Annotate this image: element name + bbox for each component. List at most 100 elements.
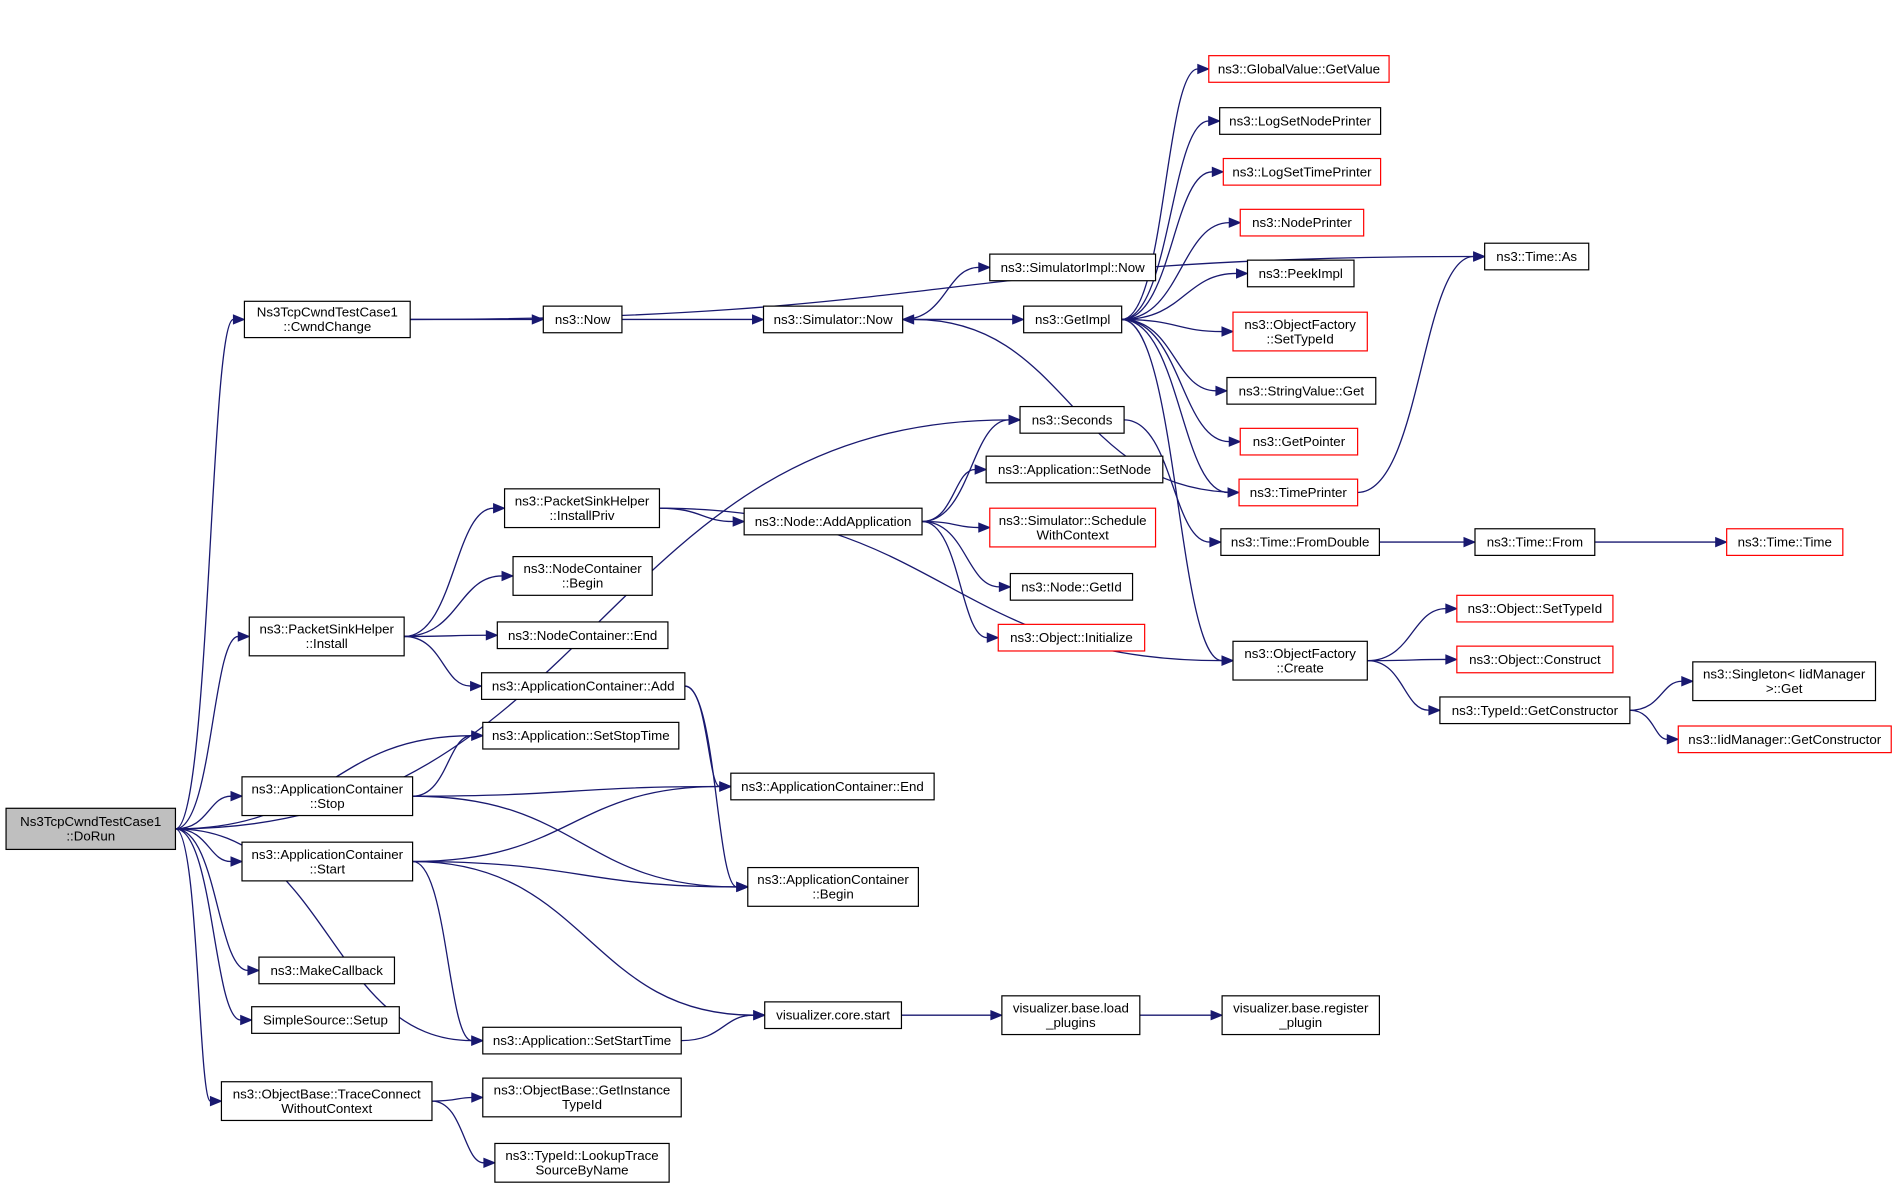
- node-box: [241, 776, 414, 817]
- node-label: ns3::Now: [555, 312, 611, 327]
- edge-now-to-sim-now: [621, 314, 765, 325]
- node-ac-begin[interactable]: ns3::ApplicationContainer::Begin: [747, 866, 919, 907]
- edge-line: [1121, 272, 1237, 321]
- node-label: ns3::NodeContainer::End: [508, 628, 657, 643]
- edge-line: [175, 318, 234, 830]
- node-label: ns3::ApplicationContainer: [252, 781, 404, 796]
- edge-of-create-to-typeid-getctor: [1367, 660, 1442, 716]
- node-label: _plugins: [1045, 1015, 1096, 1030]
- node-singleton-get[interactable]: ns3::Singleton< IidManager>::Get: [1692, 661, 1877, 702]
- node-time-as[interactable]: ns3::Time::As: [1484, 242, 1590, 271]
- edge-arrowhead: [1209, 536, 1223, 548]
- edge-arrowhead: [1012, 314, 1025, 325]
- node-logtimeprinter[interactable]: ns3::LogSetTimePrinter: [1222, 157, 1382, 186]
- node-traceconnect[interactable]: ns3::ObjectBase::TraceConnectWithoutCont…: [220, 1081, 433, 1122]
- node-box: [1692, 661, 1877, 702]
- node-getpointer[interactable]: ns3::GetPointer: [1239, 427, 1359, 456]
- node-now[interactable]: ns3::Now: [542, 305, 623, 334]
- node-nodeprinter[interactable]: ns3::NodePrinter: [1239, 208, 1365, 237]
- node-ss-setup[interactable]: SimpleSource::Setup: [251, 1006, 400, 1034]
- node-getimpl[interactable]: ns3::GetImpl: [1023, 305, 1123, 334]
- node-box: [1456, 645, 1614, 674]
- node-label: ::Create: [1276, 660, 1323, 675]
- node-box: [989, 253, 1157, 282]
- node-box: [1439, 696, 1631, 725]
- node-vis-register[interactable]: visualizer.base.register_plugin: [1221, 995, 1380, 1036]
- node-box: [1208, 55, 1390, 83]
- node-box: [1239, 427, 1359, 456]
- node-ac-end[interactable]: ns3::ApplicationContainer::End: [730, 772, 935, 801]
- node-lognodeprinter[interactable]: ns3::LogSetNodePrinter: [1219, 107, 1382, 135]
- node-box: [251, 1006, 400, 1034]
- edge-arrowhead: [1215, 385, 1229, 397]
- node-label: ::DoRun: [66, 829, 115, 844]
- edge-arrowhead: [736, 881, 750, 893]
- node-label: ns3::NodeContainer: [523, 561, 642, 576]
- edge-line: [431, 1100, 485, 1164]
- edge-psh-installpriv-to-node-addapp: [659, 507, 746, 527]
- edge-ac-stop-to-ac-end: [412, 781, 733, 797]
- node-setstoptime[interactable]: ns3::Application::SetStopTime: [482, 721, 680, 750]
- node-label: ns3::Singleton< IidManager: [1703, 666, 1866, 681]
- edge-ac-stop-to-ac-begin: [412, 795, 750, 893]
- node-psh-installpriv[interactable]: ns3::PacketSinkHelper::InstallPriv: [503, 488, 661, 529]
- node-obj-init[interactable]: ns3::Object::Initialize: [997, 623, 1146, 652]
- node-box: [258, 956, 396, 985]
- node-psh-install[interactable]: ns3::PacketSinkHelper::Install: [248, 616, 405, 657]
- node-nc-end[interactable]: ns3::NodeContainer::End: [496, 621, 669, 650]
- node-time-from[interactable]: ns3::Time::From: [1474, 528, 1596, 556]
- edge-arrowhead: [1221, 655, 1235, 666]
- node-ac-start[interactable]: ns3::ApplicationContainer::Start: [241, 841, 414, 882]
- edge-arrowhead: [1228, 436, 1242, 447]
- node-nc-begin[interactable]: ns3::NodeContainer::Begin: [512, 555, 653, 596]
- edge-arrowhead: [1008, 414, 1022, 426]
- edge-traceconnect-to-typeid-lookup: [431, 1100, 497, 1169]
- edge-arrowhead: [1666, 734, 1680, 745]
- call-edges: [175, 63, 1728, 1169]
- edge-line: [1121, 318, 1222, 333]
- edge-arrowhead: [978, 262, 992, 273]
- node-makecallback[interactable]: ns3::MakeCallback: [258, 956, 396, 985]
- node-box: [1238, 478, 1359, 507]
- node-obj-construct[interactable]: ns3::Object::Construct: [1456, 645, 1614, 674]
- node-label: ::Begin: [562, 576, 603, 591]
- node-vis-load[interactable]: visualizer.base.load_plugins: [1001, 995, 1141, 1036]
- node-app-setnode[interactable]: ns3::Application::SetNode: [985, 455, 1164, 484]
- node-setstarttime[interactable]: ns3::Application::SetStartTime: [482, 1026, 682, 1055]
- edge-arrowhead: [501, 570, 515, 582]
- node-timeprinter[interactable]: ns3::TimePrinter: [1238, 478, 1359, 507]
- edge-line: [922, 520, 1000, 588]
- node-obj-settypeid[interactable]: ns3::Object::SetTypeId: [1456, 594, 1614, 623]
- node-time-time[interactable]: ns3::Time::Time: [1726, 528, 1844, 556]
- node-ac-stop[interactable]: ns3::ApplicationContainer::Stop: [241, 776, 414, 817]
- node-seconds[interactable]: ns3::Seconds: [1019, 405, 1125, 434]
- node-box: [1456, 594, 1614, 623]
- node-iid-getctor[interactable]: ns3::IidManager::GetConstructor: [1677, 725, 1892, 754]
- edge-ac-start-to-vis-start: [412, 860, 767, 1021]
- node-vis-start[interactable]: visualizer.core.start: [764, 1001, 903, 1030]
- node-typeid-getctor[interactable]: ns3::TypeId::GetConstructor: [1439, 696, 1631, 725]
- node-of-create[interactable]: ns3::ObjectFactory::Create: [1232, 640, 1368, 681]
- node-node-addapp[interactable]: ns3::Node::AddApplication: [743, 507, 923, 536]
- node-time-fromdouble[interactable]: ns3::Time::FromDouble: [1220, 528, 1381, 556]
- node-label: ns3::ApplicationContainer::Add: [492, 679, 675, 694]
- node-ac-add[interactable]: ns3::ApplicationContainer::Add: [480, 672, 686, 700]
- node-sim-now[interactable]: ns3::Simulator::Now: [762, 305, 904, 334]
- node-dorun[interactable]: Ns3TcpCwndTestCase1::DoRun: [5, 807, 177, 851]
- node-label: ns3::Simulator::Schedule: [999, 513, 1147, 528]
- edge-line: [1629, 680, 1682, 711]
- node-simimpl-now[interactable]: ns3::SimulatorImpl::Now: [989, 253, 1157, 282]
- node-stringvalue-get[interactable]: ns3::StringValue::Get: [1226, 376, 1377, 405]
- node-cwndchange[interactable]: Ns3TcpCwndTestCase1::CwndChange: [243, 300, 411, 339]
- node-node-getid[interactable]: ns3::Node::GetId: [1009, 572, 1134, 601]
- node-of-settypeid[interactable]: ns3::ObjectFactory::SetTypeId: [1232, 311, 1368, 352]
- edge-getimpl-to-of-create: [1121, 318, 1235, 666]
- node-peekimpl[interactable]: ns3::PeekImpl: [1246, 259, 1355, 288]
- node-gv-getvalue[interactable]: ns3::GlobalValue::GetValue: [1208, 55, 1390, 83]
- node-label: ::Install: [306, 636, 348, 651]
- edge-getimpl-to-getpointer: [1121, 318, 1242, 447]
- node-label: ns3::TypeId::LookupTrace: [505, 1148, 658, 1163]
